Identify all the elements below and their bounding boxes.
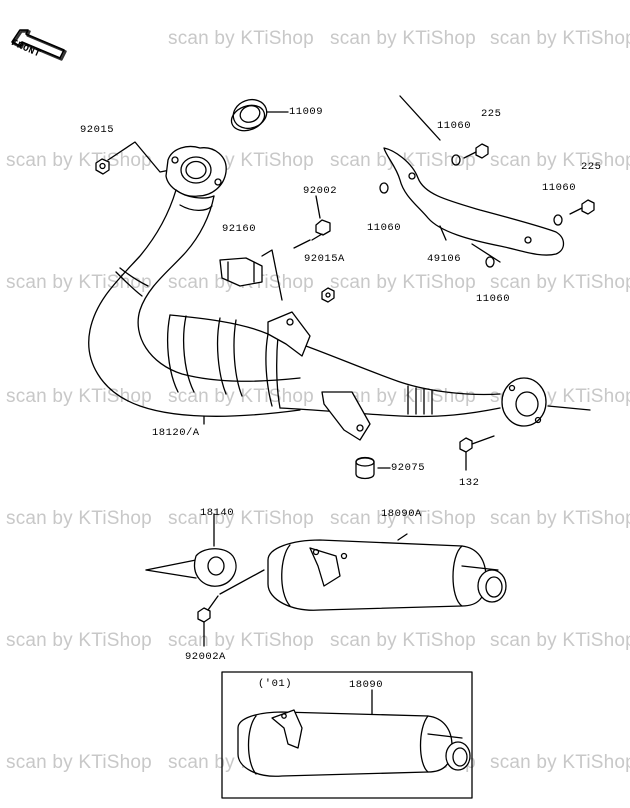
part-label-18090: 18090 (349, 679, 384, 691)
watermark-text: scan by KTiShop (490, 752, 630, 773)
part-label-18120A: 18120/A (152, 427, 200, 439)
part-label-92002: 92002 (303, 185, 338, 197)
gasket-18140 (193, 513, 237, 587)
bolt-92002A (197, 595, 219, 647)
grommets-11060 (379, 154, 563, 268)
part-label-92075: 92075 (391, 462, 426, 474)
part-label-11060-c: 11060 (367, 222, 402, 234)
gasket-11009 (230, 98, 289, 132)
part-label-11060-d: 11060 (476, 293, 511, 305)
watermark-text: scan by KTiShop (6, 630, 152, 651)
header-pipe-18120 (88, 189, 591, 427)
watermark-text: scan by KTiShop (168, 508, 314, 529)
part-label-92015: 92015 (80, 124, 115, 136)
nut-92015 (95, 141, 171, 175)
watermark-text: scan by KTiShop (330, 508, 476, 529)
part-label-49106: 49106 (427, 253, 462, 265)
leader-lines (203, 95, 501, 541)
watermark-text: scan by KTiShop (490, 630, 630, 651)
pipe-bracket (267, 311, 371, 441)
watermark-text: scan by KTiShop (490, 150, 630, 171)
part-label-11060-a: 11060 (437, 120, 472, 132)
watermark-text: scan by KTiShop (168, 28, 314, 49)
watermark-text: scan by KTiShop (330, 630, 476, 651)
part-label-92015A: 92015A (304, 253, 345, 265)
inset-box (221, 671, 473, 799)
inset-year-label: ('01) (258, 678, 293, 690)
part-label-18090A: 18090A (381, 508, 422, 520)
part-label-11009: 11009 (289, 106, 324, 118)
part-label-11060-b: 11060 (542, 182, 577, 194)
part-label-92002A: 92002A (185, 651, 226, 663)
watermark-text: scan by KTiShop (6, 272, 152, 293)
bolt-92002 (293, 219, 331, 249)
part-label-92160: 92160 (222, 223, 257, 235)
bolt-132 (459, 435, 495, 471)
part-label-132: 132 (459, 477, 480, 489)
watermark-text: scan by KTiShop (330, 272, 476, 293)
damper-92075 (355, 456, 375, 480)
silencer-18090A (145, 539, 507, 611)
part-label-225-a: 225 (481, 108, 502, 120)
watermark-text: scan by KTiShop (330, 28, 476, 49)
clamp-92160 (219, 249, 283, 301)
bolts-225 (463, 143, 595, 215)
front-arrow-icon (11, 29, 67, 61)
watermark-text: scan by KTiShop (490, 508, 630, 529)
nut-92015A (321, 287, 335, 303)
watermark-text: scan by KTiShop (6, 386, 152, 407)
watermark-text: scan by KTiShop (6, 508, 152, 529)
part-label-18140: 18140 (200, 507, 235, 519)
watermark-text: scan by KTiShop (6, 752, 152, 773)
watermark-text: scan by KTiShop (490, 272, 630, 293)
header-flange (165, 145, 227, 197)
part-label-225-b: 225 (581, 161, 602, 173)
bracket-49106 (383, 147, 565, 256)
watermark-text: scan by KTiShop (490, 28, 630, 49)
